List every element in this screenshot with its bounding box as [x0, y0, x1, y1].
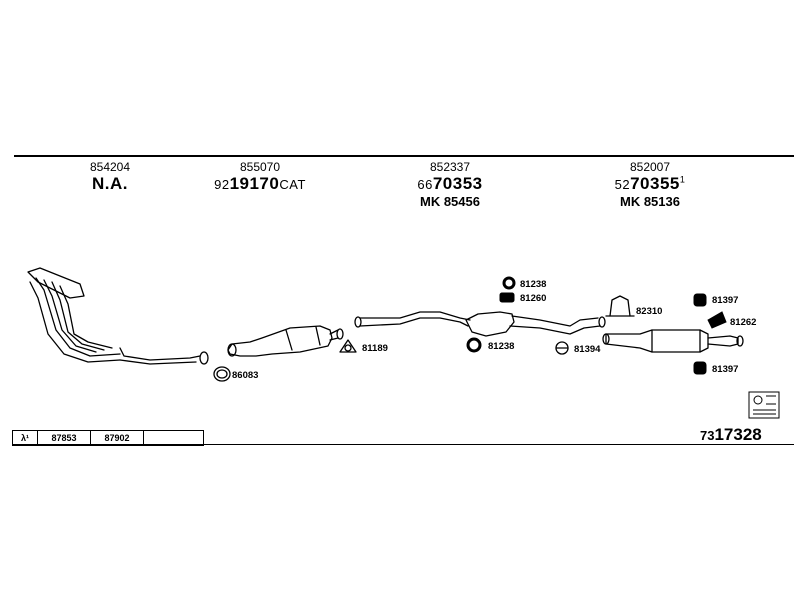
kit-number: 7317328: [700, 425, 762, 444]
strip-cell-3: [144, 431, 203, 445]
column-3-main: 6670353: [417, 174, 483, 193]
middle-pipe: [354, 311, 606, 337]
label-86083: 86083: [232, 370, 259, 381]
gasket-81189: [339, 339, 357, 353]
clamp-82310: [609, 295, 631, 317]
label-81397-bottom: 81397: [712, 364, 739, 375]
column-1-main: N.A.: [92, 174, 128, 193]
label-81238-bottom: 81238: [488, 341, 515, 352]
ring-81238-top: [502, 276, 516, 290]
gasket-86083: [213, 366, 231, 382]
ring-81238-bottom: [466, 337, 482, 353]
column-4-ref: 852007: [629, 160, 671, 174]
mount-81397-bottom: [693, 361, 707, 375]
label-81238-top: 81238: [520, 279, 547, 290]
mount-81260: [499, 292, 515, 303]
column-3: 852337 6670353 MK 85456: [380, 160, 520, 209]
label-82310: 82310: [636, 306, 663, 317]
strip-cell-2: 87902: [91, 431, 144, 445]
exhaust-manifold: [27, 267, 209, 365]
column-1-ref: 854204: [89, 160, 131, 174]
strip-cell-1: 87853: [38, 431, 91, 445]
label-81260: 81260: [520, 293, 547, 304]
column-1: 854204 N.A.: [40, 160, 180, 194]
strip-lambda: λ¹: [13, 431, 38, 445]
bottom-divider-line: [12, 444, 794, 445]
column-4-mk: MK 85136: [620, 194, 680, 209]
label-81394: 81394: [574, 344, 601, 355]
column-2: 855070 9219170CAT: [190, 160, 330, 194]
label-81397-top: 81397: [712, 295, 739, 306]
catalytic-converter: [227, 325, 344, 357]
top-divider-line: [14, 155, 794, 157]
label-81189: 81189: [362, 343, 388, 354]
column-4: 852007 52703551 MK 85136: [580, 160, 720, 209]
mount-81262: [707, 311, 727, 329]
sensor-strip: λ¹ 87853 87902: [12, 430, 204, 446]
column-2-main: 9219170CAT: [214, 174, 306, 193]
column-3-mk: MK 85456: [420, 194, 480, 209]
column-4-main: 52703551: [614, 174, 686, 193]
mount-81397-top: [693, 293, 707, 307]
rear-silencer: [602, 329, 744, 353]
label-81262: 81262: [730, 317, 757, 328]
legend-icon-box: [748, 391, 780, 419]
column-3-ref: 852337: [429, 160, 471, 174]
column-2-ref: 855070: [239, 160, 281, 174]
